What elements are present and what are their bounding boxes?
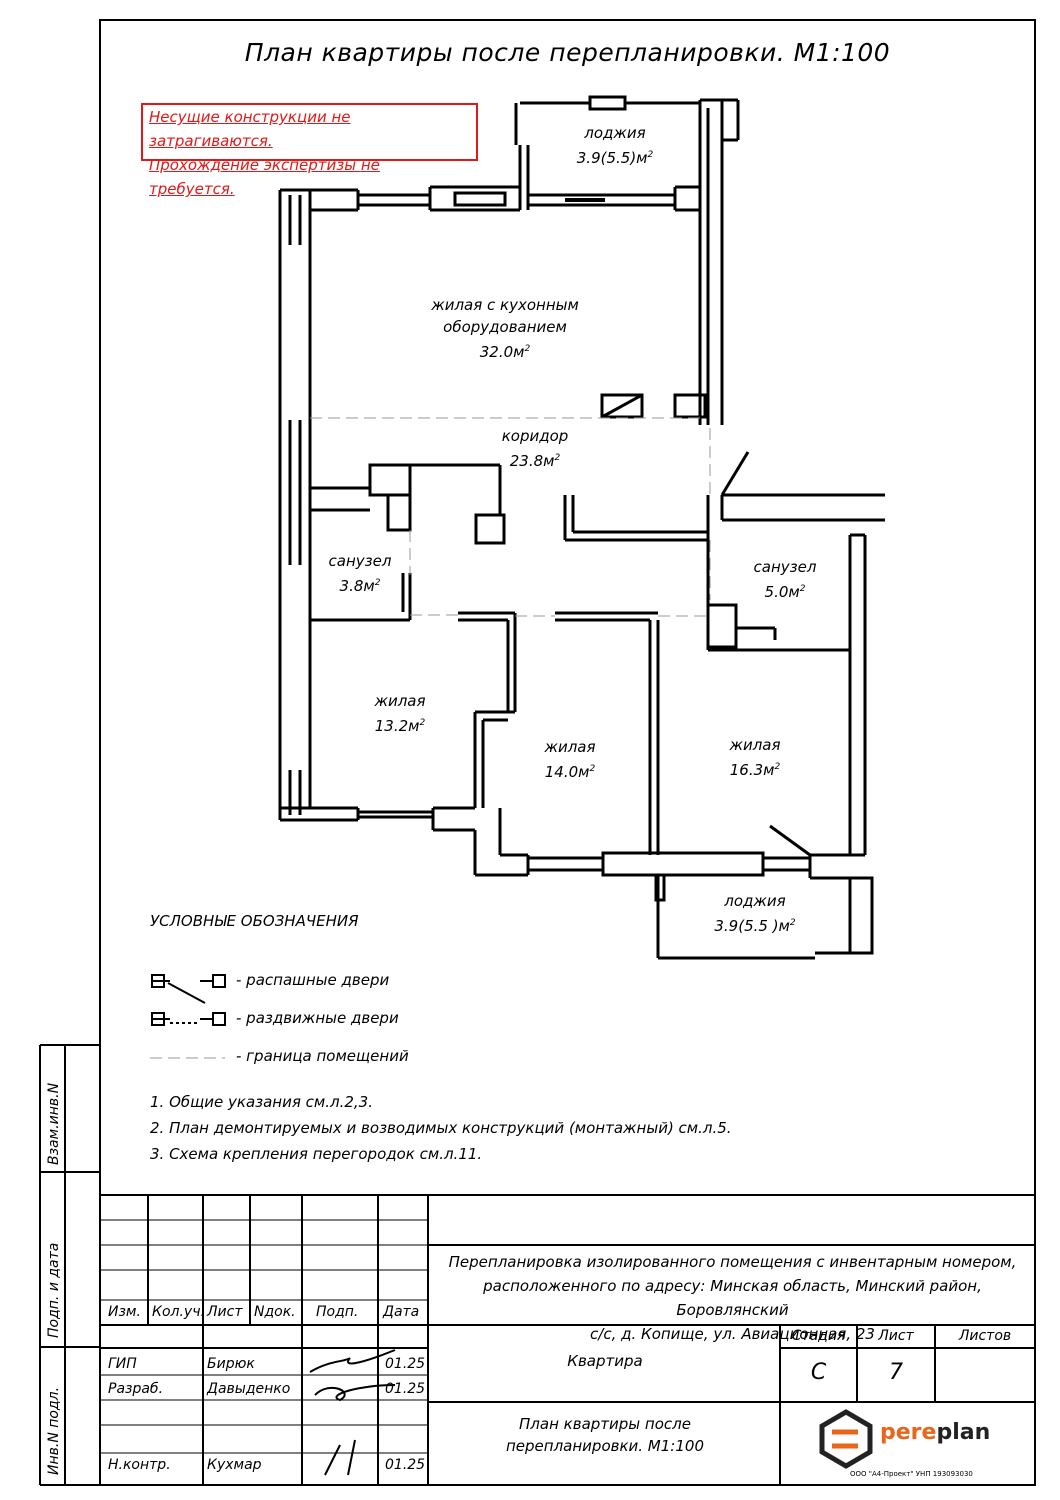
tb-project-description: Перепланировка изолированного помещения … <box>448 1253 1017 1343</box>
tb-date-razrab: 01.25 <box>385 1381 426 1397</box>
tb-sheet-value: 7 <box>889 1360 903 1385</box>
room-loggia-bottom: лоджия 3.9(5.5 )м2 <box>714 892 796 935</box>
tb-header-koluch: Кол.уч. <box>152 1304 205 1320</box>
room-living-1: жилая 13.2м2 <box>374 692 426 735</box>
note-1: 1. Общие указания см.л.2,3. <box>150 1093 373 1111</box>
room-living-kitchen: жилая с кухонным оборудованием 32.0м2 <box>431 296 579 361</box>
warning-line-2: Прохождение экспертизы не требуется. <box>149 156 380 198</box>
warning-line-1: Несущие конструкции не затрагиваются. <box>149 108 351 150</box>
tb-col-sheet: Лист <box>878 1328 914 1344</box>
tb-stage-value: С <box>810 1360 827 1385</box>
room-living-2: жилая 14.0м2 <box>544 738 596 781</box>
pereplan-logo-mark <box>819 1409 873 1469</box>
title-block-lines <box>100 1194 1035 1485</box>
tb-header-ndok: Nдок. <box>254 1304 296 1320</box>
tb-sheet-title: План квартиры после перепланировки. М1:1… <box>506 1415 704 1455</box>
tb-name-razrab: Давыденко <box>207 1381 291 1397</box>
room-bath-left: санузел 3.8м2 <box>328 552 392 595</box>
drawing-title: План квартиры после перепланировки. М1:1… <box>244 38 891 67</box>
tb-name-gip: Бирюк <box>207 1356 255 1372</box>
tb-company: ООО "А4-Проект" УНП 193093030 <box>850 1470 973 1478</box>
legend-room-boundary: - граница помещений <box>236 1047 409 1065</box>
sheet-frame <box>99 19 1036 1486</box>
tb-header-data: Дата <box>383 1304 420 1320</box>
tb-header-izm: Изм. <box>108 1304 141 1320</box>
room-living-3: жилая 16.3м2 <box>729 736 781 779</box>
tb-date-gip: 01.25 <box>385 1356 426 1372</box>
signatures <box>309 1349 396 1476</box>
side-label-inv: Инв.N подл. <box>46 1386 62 1475</box>
tb-date-nkontr: 01.25 <box>385 1457 426 1473</box>
tb-role-razrab: Разраб. <box>108 1381 164 1397</box>
pereplan-logo-text: pereplan <box>880 1420 991 1445</box>
tb-col-stage: Стадия <box>791 1328 846 1344</box>
tb-role-gip: ГИП <box>108 1356 137 1372</box>
tb-role-nkontr: Н.контр. <box>108 1457 171 1473</box>
legend-swing-doors: - распашные двери <box>236 971 390 989</box>
tb-object: Квартира <box>567 1352 643 1370</box>
plan-walls <box>278 95 885 960</box>
note-3: 3. Схема крепления перегородок см.л.11. <box>150 1145 483 1163</box>
room-bath-right: санузел 5.0м2 <box>753 558 817 601</box>
side-label-podp: Подп. и дата <box>46 1242 62 1338</box>
tb-header-list: Лист <box>207 1304 243 1320</box>
tb-name-nkontr: Кухмар <box>207 1457 262 1473</box>
legend-title: УСЛОВНЫЕ ОБОЗНАЧЕНИЯ <box>150 912 359 930</box>
side-label-vzam: Взам.инв.N <box>46 1082 62 1165</box>
note-2: 2. План демонтируемых и возводимых конст… <box>150 1119 732 1137</box>
legend-sliding-doors: - раздвижные двери <box>236 1009 399 1027</box>
tb-col-sheets: Листов <box>958 1328 1012 1344</box>
tb-header-podp: Подп. <box>316 1304 359 1320</box>
warning-box: Несущие конструкции не затрагиваются. Пр… <box>141 103 478 198</box>
room-corridor: коридор 23.8м2 <box>501 427 569 470</box>
room-loggia-top: лоджия 3.9(5.5)м2 <box>576 124 654 167</box>
